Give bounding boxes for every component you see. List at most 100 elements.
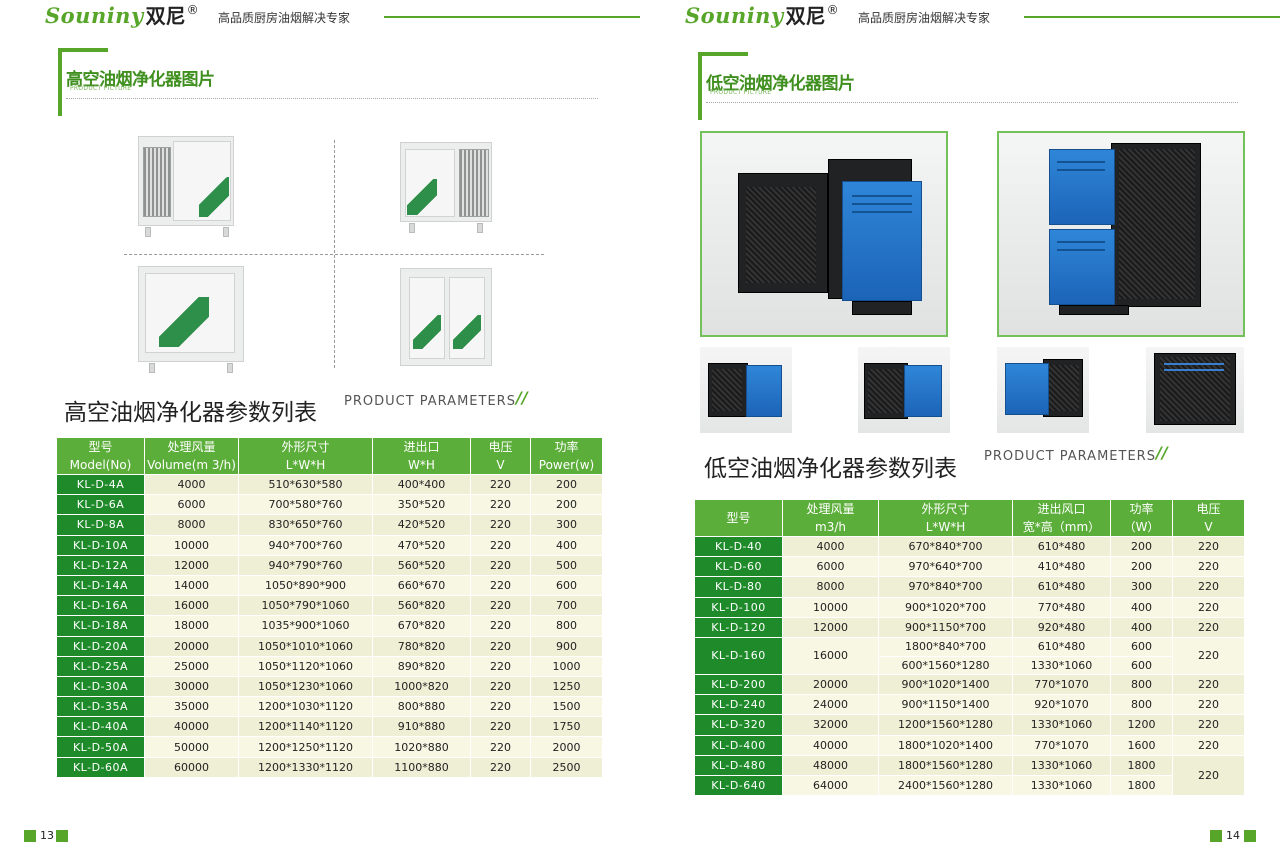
model-cell: KL-D-8A xyxy=(56,514,145,536)
table-cell: 6000 xyxy=(144,494,239,516)
product-image-high-1 xyxy=(138,136,234,237)
brand-name-cn: 双尼 xyxy=(785,4,826,28)
table-header-cell: 型号 xyxy=(694,499,783,537)
model-cell: KL-D-160 xyxy=(694,636,783,675)
table-cell: 220 xyxy=(470,554,531,576)
table-cell: 10000 xyxy=(782,596,879,618)
table-cell: 220 xyxy=(470,615,531,637)
table-cell: 1050*890*900 xyxy=(238,574,373,597)
model-cell: KL-D-10A xyxy=(56,534,145,556)
section-title: 高空油烟净化器图片 xyxy=(66,70,215,90)
section-accent-top xyxy=(698,52,748,56)
table-cell: 890*820 xyxy=(372,655,471,677)
table-cell: 200 xyxy=(530,473,603,496)
section-subtitle: PRODUCT PICTURE xyxy=(710,89,772,96)
table-cell: 770*480 xyxy=(1012,596,1111,618)
table-title-mark: // xyxy=(1156,443,1168,462)
table-title-mark: // xyxy=(516,388,528,407)
header-label-en: L*W*H xyxy=(925,520,966,534)
model-cell: KL-D-20A xyxy=(56,635,145,657)
table-subcell: 1800*840*700 xyxy=(905,639,986,653)
page-right: Souniny 双尼 ® 高品质厨房油烟解决专家 低空油烟净化器图片 PRODU… xyxy=(640,0,1280,865)
table-cell: 40000 xyxy=(144,716,239,738)
section-subtitle: PRODUCT PICTURE xyxy=(70,85,132,92)
table-cell: 970*640*700 xyxy=(878,556,1013,578)
table-header-cell: 功率（W） xyxy=(1110,499,1173,537)
page-corner-mark-2 xyxy=(1244,830,1256,842)
table-cell: 16000 xyxy=(144,595,239,617)
table-cell: 920*480 xyxy=(1012,616,1111,638)
table-cell: 200 xyxy=(1110,535,1173,558)
table-cell: 48000 xyxy=(782,754,879,776)
table-cell: 8000 xyxy=(782,576,879,598)
header-label-cn: 处理风量 xyxy=(806,502,855,516)
table-cell: 40000 xyxy=(782,734,879,756)
table-cell: 800 xyxy=(1110,694,1173,716)
product-image-high-4 xyxy=(400,268,492,366)
product-image-grid xyxy=(124,134,544,374)
table-cell: 470*520 xyxy=(372,534,471,556)
table-cell: 220 xyxy=(470,736,531,758)
header-label-cn: 功率 xyxy=(1129,502,1154,516)
table-cell: 1020*880 xyxy=(372,736,471,758)
table-cell: 20000 xyxy=(144,635,239,657)
product-image-low-small-1 xyxy=(700,347,792,433)
table-cell: 220 xyxy=(470,574,531,597)
model-cell: KL-D-14A xyxy=(56,574,145,597)
table-subtitle: PRODUCT PARAMETERS xyxy=(344,394,516,409)
table-cell: 220 xyxy=(470,696,531,718)
table-cell: 910*880 xyxy=(372,716,471,738)
table-cell: 1200*1140*1120 xyxy=(238,716,373,738)
table-cell: 1050*1120*1060 xyxy=(238,655,373,677)
table-cell: 10000 xyxy=(144,534,239,556)
model-cell: KL-D-60A xyxy=(56,756,145,778)
table-cell: 220 xyxy=(1172,673,1245,696)
table-cell: 920*1070 xyxy=(1012,694,1111,716)
table-cell: 16000 xyxy=(782,636,879,675)
model-cell: KL-D-400 xyxy=(694,734,783,756)
product-image-low-large-1 xyxy=(700,131,948,337)
table-cell: 220 xyxy=(1172,596,1245,618)
model-cell: KL-D-18A xyxy=(56,615,145,637)
table-cell: 12000 xyxy=(782,616,879,638)
table-subtitle: PRODUCT PARAMETERS xyxy=(984,449,1156,464)
brand-slogan: 高品质厨房油烟解决专家 xyxy=(218,11,351,25)
table-cell: 1200*1250*1120 xyxy=(238,736,373,758)
table-cell: 1050*790*1060 xyxy=(238,595,373,617)
table-cell: 220 xyxy=(1172,556,1245,578)
table-cell: 420*520 xyxy=(372,514,471,536)
table-cell: 800*880 xyxy=(372,696,471,718)
header-divider xyxy=(1024,16,1280,18)
table-cell: 940*790*760 xyxy=(238,554,373,576)
table-cell: 60000 xyxy=(144,756,239,778)
table-cell: 50000 xyxy=(144,736,239,758)
table-cell: 1600 xyxy=(1110,734,1173,756)
table-cell: 1000*820 xyxy=(372,675,471,698)
grid-divider-horizontal xyxy=(124,254,544,255)
table-cell: 610*480 xyxy=(1012,576,1111,598)
page-number: 13 xyxy=(40,829,54,842)
page-left: Souniny 双尼 ® 高品质厨房油烟解决专家 高空油烟净化器图片 PRODU… xyxy=(24,3,640,842)
brand-name-cn: 双尼 xyxy=(145,4,186,28)
header-label-cn: 外形尺寸 xyxy=(281,440,330,454)
table-cell: 1330*1060 xyxy=(1012,774,1111,797)
table-cell: 350*520 xyxy=(372,494,471,516)
